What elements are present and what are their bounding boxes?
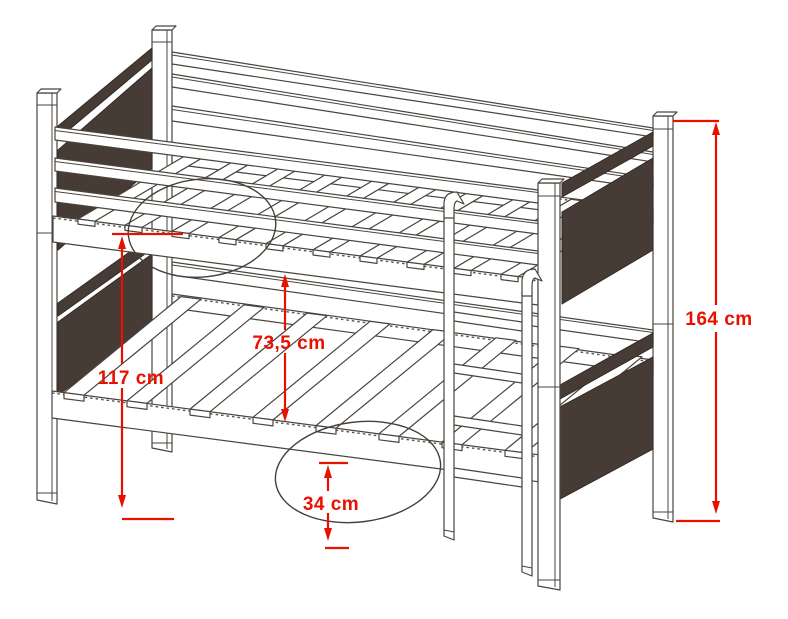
footboard-upper-panel (561, 131, 654, 305)
bottom-bunk-back-rails (171, 261, 654, 375)
total-height-label: 164 cm (685, 309, 752, 330)
ladder-right-rail (521, 268, 543, 577)
top-slats-callout-ellipse (127, 177, 277, 279)
dimension-total-height: 164 cm (673, 119, 752, 523)
dimension-top-bunk-height: 117 cm (98, 232, 183, 521)
dimension-bunk-clearance: 73,5 cm (252, 274, 325, 422)
top-bunk-height-label: 117 cm (98, 368, 164, 389)
top-bunk-front-guard-rails (54, 126, 539, 266)
ladder-left-rail (443, 191, 465, 541)
bed-post-front-right (537, 178, 565, 591)
dimension-bottom-bunk-height: 34 cm (303, 461, 359, 550)
bottom-slats-callout-ellipse (274, 420, 442, 524)
ladder (443, 191, 543, 577)
bottom-bunk-height-label: 34 cm (303, 494, 359, 515)
bunk-clearance-label: 73,5 cm (252, 333, 325, 354)
